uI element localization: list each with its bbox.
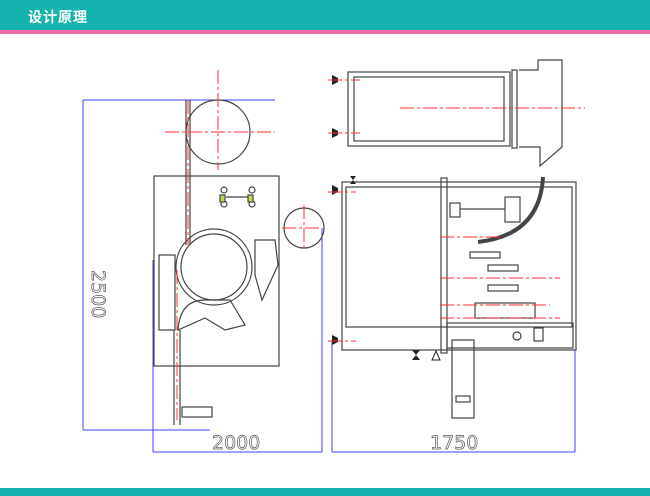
left-center-lines (165, 70, 322, 420)
header-accent-line (0, 30, 650, 34)
dimension-lines (82, 99, 576, 453)
footer-bar (0, 488, 650, 496)
left-machine-view (153, 99, 325, 425)
dimension-width-right-label: 1750 (430, 432, 478, 454)
dimension-height-label: 2500 (87, 270, 109, 318)
right-machine-view (341, 59, 577, 419)
right-handles (332, 75, 441, 361)
section-header: 设计原理 (0, 0, 650, 30)
right-center-lines (328, 79, 585, 342)
dimension-width-left-label: 2000 (212, 432, 260, 454)
section-title: 设计原理 (28, 10, 88, 26)
